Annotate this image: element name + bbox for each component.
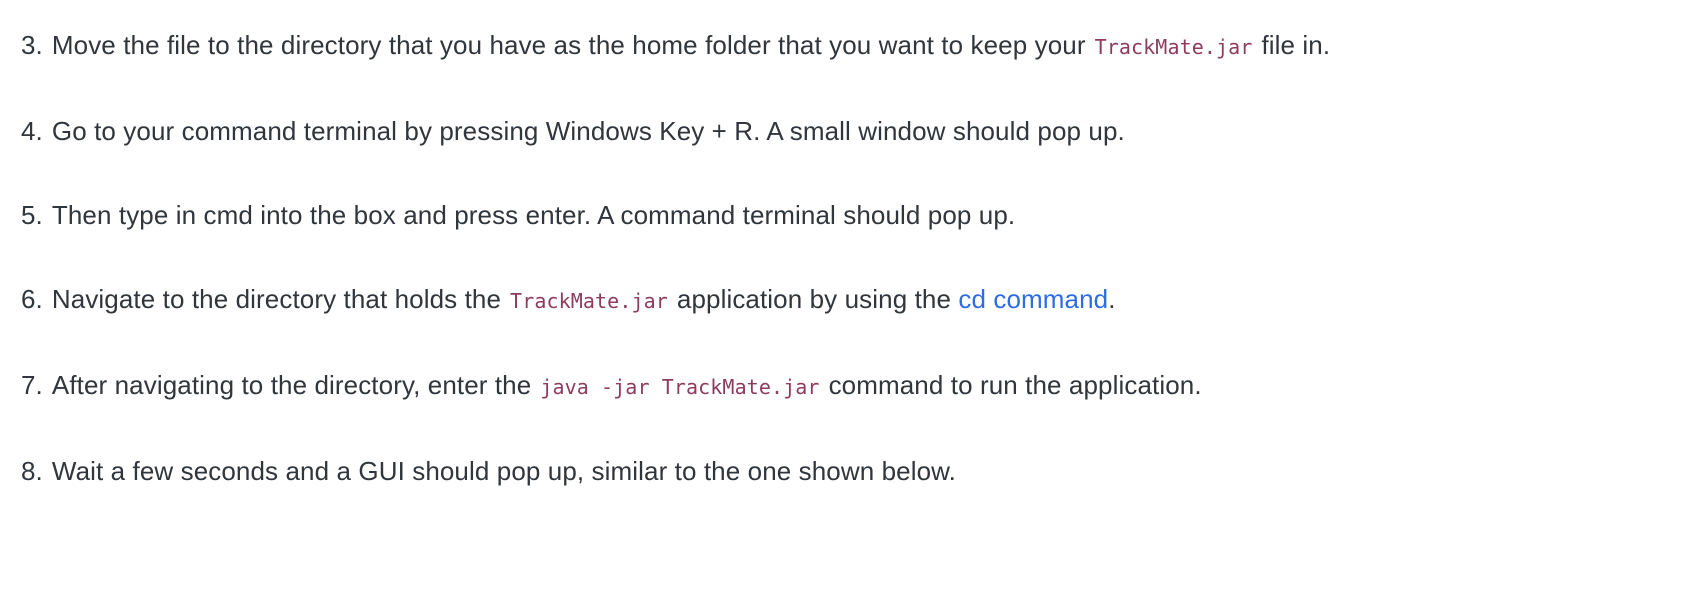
step-item-4: 4. Go to your command terminal by pressin… <box>21 114 1692 148</box>
link-cd-command[interactable]: cd command <box>958 284 1109 314</box>
step-content: Wait a few seconds and a GUI should pop … <box>52 456 956 486</box>
step-number: 3. <box>21 30 43 60</box>
step-item-8: 8. Wait a few seconds and a GUI should po… <box>21 454 1692 488</box>
text-run: file in. <box>1261 30 1331 60</box>
step-item-7: 7. After navigating to the directory, ent… <box>21 368 1692 404</box>
step-content: Go to your command terminal by pressing … <box>52 116 1125 146</box>
step-content: Move the file to the directory that you … <box>52 30 1330 60</box>
step-number: 8. <box>21 456 43 486</box>
text-run: Then type in cmd into the box and press … <box>51 200 1016 230</box>
step-content: Navigate to the directory that holds the… <box>52 284 1116 314</box>
step-content: After navigating to the directory, enter… <box>52 370 1202 400</box>
step-number: 5. <box>21 200 43 230</box>
text-run: After navigating to the directory, enter… <box>51 370 532 400</box>
inline-code: TrackMate.jar <box>1094 35 1253 59</box>
step-item-3: 3. Move the file to the directory that yo… <box>21 28 1692 64</box>
step-number: 4. <box>21 116 43 146</box>
inline-code: java -jar TrackMate.jar <box>540 375 820 399</box>
step-item-5: 5. Then type in cmd into the box and pres… <box>21 198 1692 232</box>
step-number: 6. <box>21 284 43 314</box>
step-number: 7. <box>21 370 43 400</box>
text-run: Wait a few seconds and a GUI should pop … <box>51 456 956 486</box>
text-run: command to run the application. <box>828 370 1202 400</box>
text-run: application by using the <box>676 284 959 314</box>
text-run: Navigate to the directory that holds the <box>51 284 502 314</box>
step-item-6: 6. Navigate to the directory that holds t… <box>21 282 1692 318</box>
text-run: Go to your command terminal by pressing … <box>51 116 1125 146</box>
text-run: Move the file to the directory that you … <box>51 30 1086 60</box>
text-run: . <box>1108 284 1116 314</box>
inline-code: TrackMate.jar <box>510 289 668 313</box>
step-content: Then type in cmd into the box and press … <box>52 200 1015 230</box>
